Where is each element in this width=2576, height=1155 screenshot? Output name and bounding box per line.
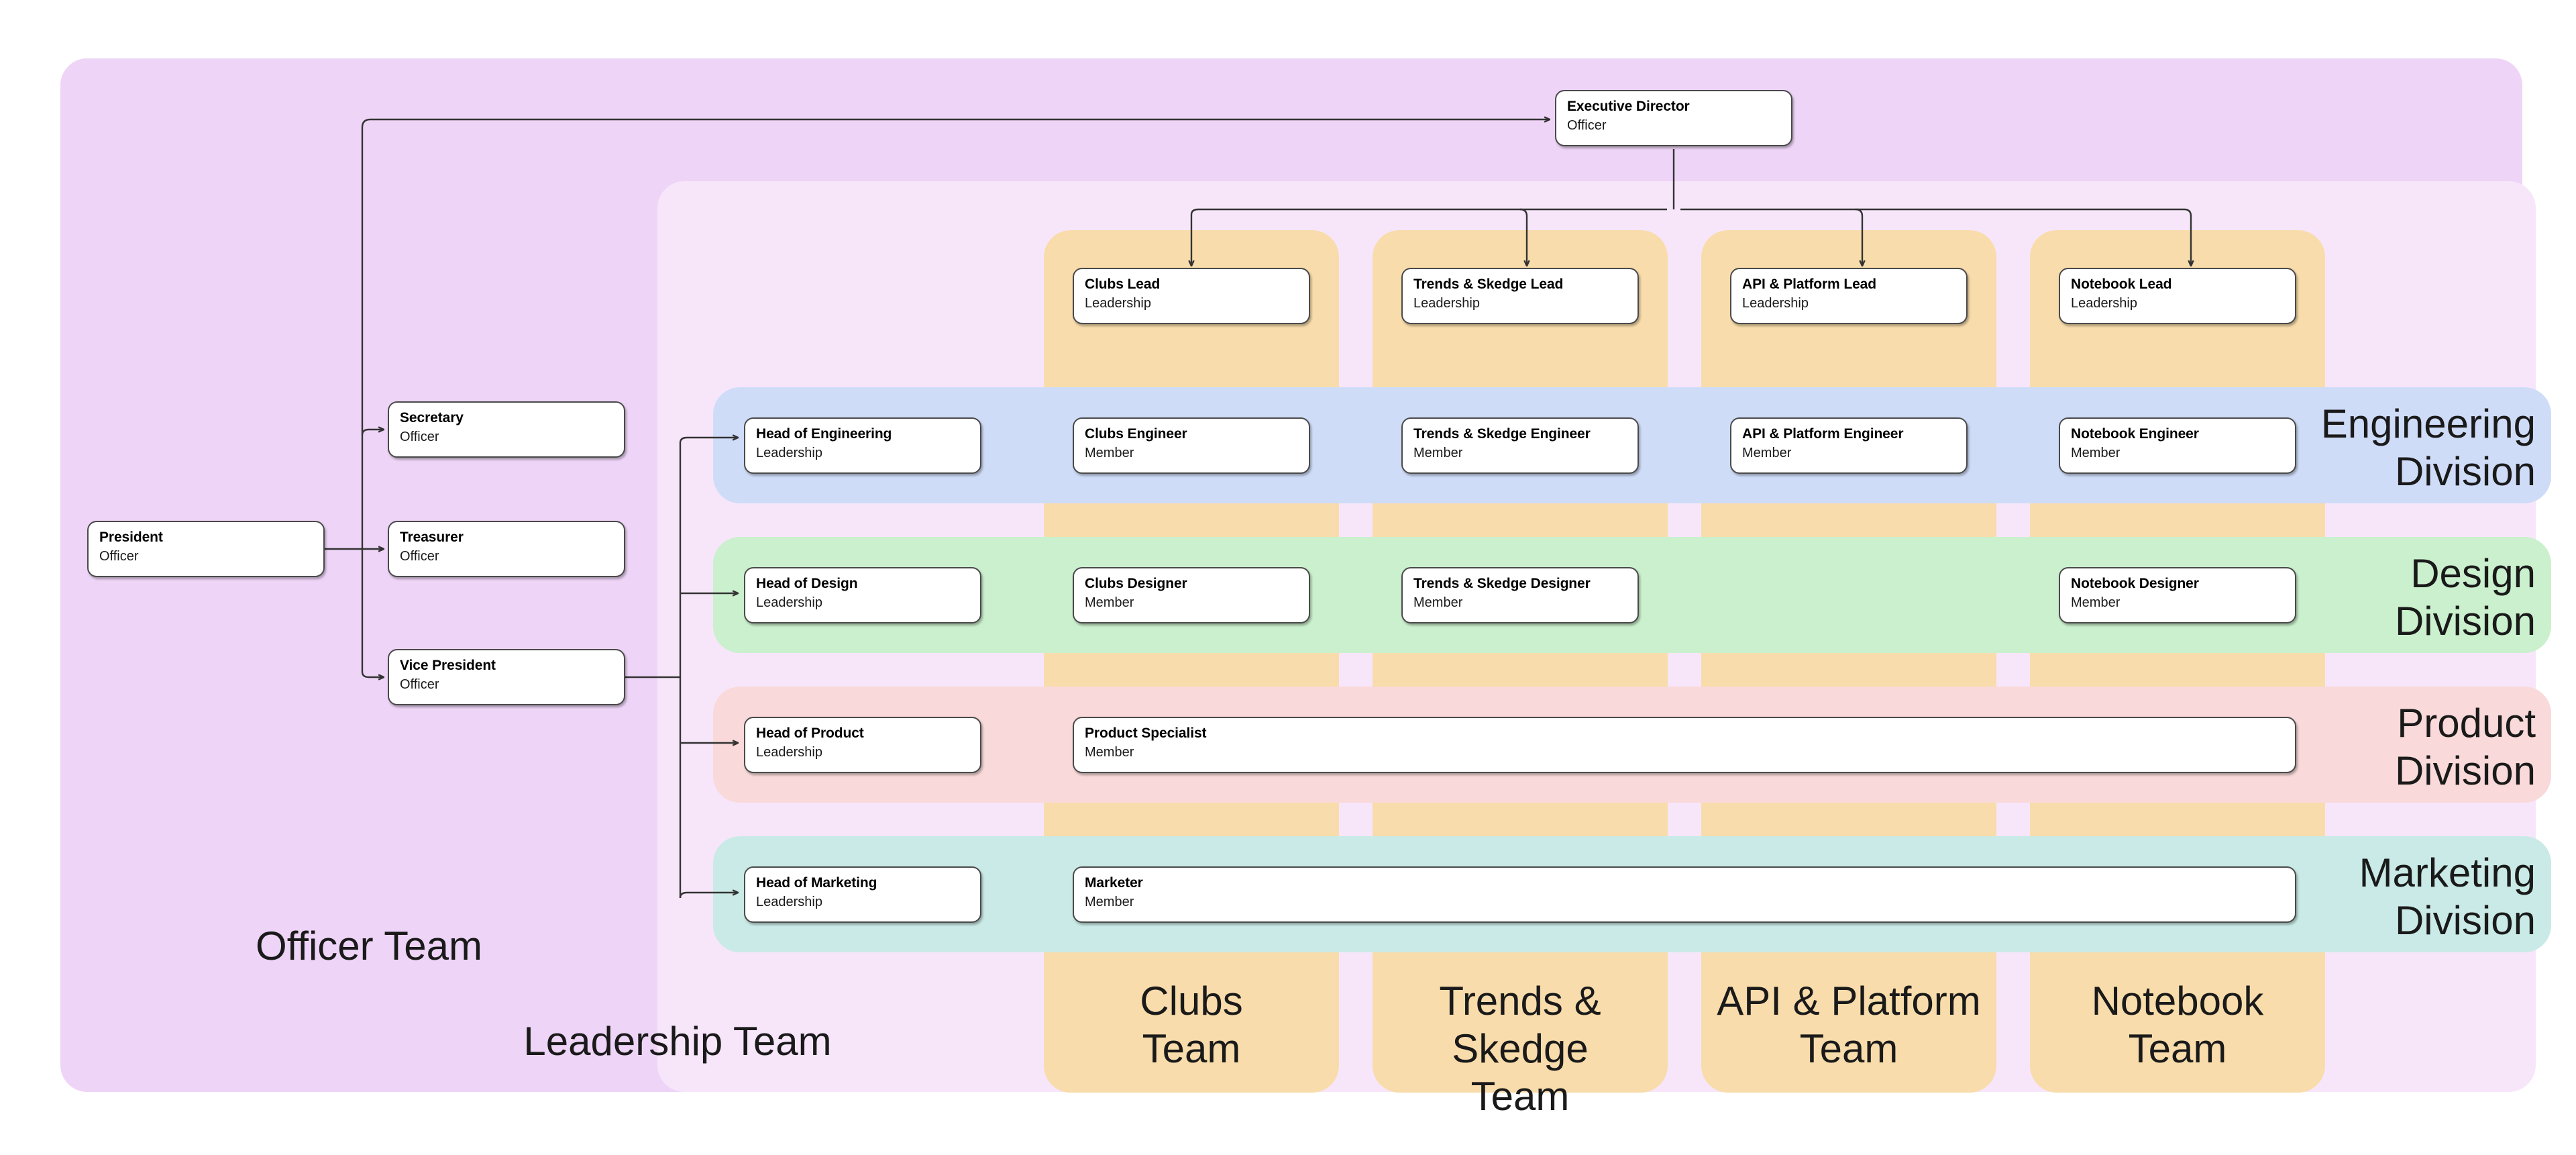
node-trends-skedge-engineer[interactable]: Trends & Skedge Engineer Member bbox=[1401, 417, 1639, 474]
node-title: Vice President bbox=[400, 658, 496, 673]
node-clubs-engineer[interactable]: Clubs Engineer Member bbox=[1073, 417, 1310, 474]
node-head-of-marketing[interactable]: Head of Marketing Leadership bbox=[744, 866, 981, 923]
node-role: Officer bbox=[400, 548, 439, 564]
label-team-notebook: Notebook Team bbox=[2091, 978, 2264, 1071]
node-title: Head of Design bbox=[756, 576, 858, 591]
node-role: Member bbox=[2071, 595, 2121, 610]
node-role: Officer bbox=[400, 429, 439, 444]
node-title: Head of Marketing bbox=[756, 875, 877, 891]
node-title: Secretary bbox=[400, 410, 464, 425]
group-team-trends bbox=[1373, 230, 1668, 1093]
node-title: API & Platform Lead bbox=[1742, 277, 1876, 292]
label-team-trends-skedge: Trends & Skedge Team bbox=[1439, 978, 1601, 1119]
node-role: Officer bbox=[400, 676, 439, 692]
node-title: Clubs Lead bbox=[1085, 277, 1161, 292]
node-clubs-designer[interactable]: Clubs Designer Member bbox=[1073, 567, 1310, 623]
node-head-of-engineering[interactable]: Head of Engineering Leadership bbox=[744, 417, 981, 474]
label-division-engineering: Engineering Division bbox=[2320, 401, 2536, 494]
node-role: Member bbox=[1085, 445, 1134, 460]
node-title: Product Specialist bbox=[1085, 725, 1207, 741]
node-vice-president[interactable]: Vice President Officer bbox=[388, 649, 625, 705]
node-product-specialist[interactable]: Product Specialist Member bbox=[1073, 717, 2296, 773]
label-division-product: Product Division bbox=[2394, 701, 2536, 793]
node-title: Trends & Skedge Designer bbox=[1413, 576, 1591, 591]
node-api-platform-lead[interactable]: API & Platform Lead Leadership bbox=[1730, 268, 1968, 324]
node-head-of-design[interactable]: Head of Design Leadership bbox=[744, 567, 981, 623]
node-role: Member bbox=[1413, 595, 1463, 610]
group-team-api bbox=[1701, 230, 1996, 1093]
node-role: Member bbox=[1742, 445, 1792, 460]
node-title: Executive Director bbox=[1567, 99, 1690, 114]
node-role: Leadership bbox=[756, 744, 822, 760]
label-division-design: Design Division bbox=[2394, 551, 2536, 644]
node-title: President bbox=[99, 530, 163, 545]
node-clubs-lead[interactable]: Clubs Lead Leadership bbox=[1073, 268, 1310, 324]
node-title: Head of Product bbox=[756, 725, 864, 741]
label-leadership-team: Leadership Team bbox=[523, 1019, 832, 1064]
node-role: Member bbox=[2071, 445, 2121, 460]
node-role: Leadership bbox=[756, 894, 822, 909]
node-title: Notebook Lead bbox=[2071, 277, 2172, 292]
node-title: Notebook Designer bbox=[2071, 576, 2199, 591]
node-title: Treasurer bbox=[400, 530, 464, 545]
node-role: Leadership bbox=[756, 445, 822, 460]
node-role: Member bbox=[1085, 595, 1134, 610]
label-officer-team: Officer Team bbox=[256, 923, 482, 968]
node-notebook-designer[interactable]: Notebook Designer Member bbox=[2059, 567, 2296, 623]
node-role: Leadership bbox=[756, 595, 822, 610]
node-title: API & Platform Engineer bbox=[1742, 426, 1904, 442]
node-president[interactable]: President Officer bbox=[87, 521, 325, 577]
node-role: Member bbox=[1085, 894, 1134, 909]
node-notebook-lead[interactable]: Notebook Lead Leadership bbox=[2059, 268, 2296, 324]
label-team-api-platform: API & Platform Team bbox=[1717, 978, 1981, 1071]
group-team-clubs bbox=[1044, 230, 1339, 1093]
node-role: Officer bbox=[99, 548, 139, 564]
node-title: Head of Engineering bbox=[756, 426, 892, 442]
node-role: Leadership bbox=[1742, 295, 1809, 311]
node-treasurer[interactable]: Treasurer Officer bbox=[388, 521, 625, 577]
node-title: Clubs Engineer bbox=[1085, 426, 1187, 442]
node-role: Leadership bbox=[1413, 295, 1480, 311]
node-title: Clubs Designer bbox=[1085, 576, 1187, 591]
node-trends-skedge-designer[interactable]: Trends & Skedge Designer Member bbox=[1401, 567, 1639, 623]
group-team-notebook bbox=[2030, 230, 2325, 1093]
node-executive-director[interactable]: Executive Director Officer bbox=[1555, 90, 1792, 146]
node-notebook-engineer[interactable]: Notebook Engineer Member bbox=[2059, 417, 2296, 474]
node-role: Member bbox=[1085, 744, 1134, 760]
label-division-marketing: Marketing Division bbox=[2359, 850, 2536, 943]
node-title: Trends & Skedge Engineer bbox=[1413, 426, 1591, 442]
node-trends-skedge-lead[interactable]: Trends & Skedge Lead Leadership bbox=[1401, 268, 1639, 324]
node-head-of-product[interactable]: Head of Product Leadership bbox=[744, 717, 981, 773]
label-team-clubs: Clubs Team bbox=[1140, 978, 1243, 1071]
node-secretary[interactable]: Secretary Officer bbox=[388, 401, 625, 458]
node-title: Trends & Skedge Lead bbox=[1413, 277, 1564, 292]
node-role: Leadership bbox=[2071, 295, 2137, 311]
node-marketer[interactable]: Marketer Member bbox=[1073, 866, 2296, 923]
node-title: Notebook Engineer bbox=[2071, 426, 2199, 442]
node-role: Officer bbox=[1567, 117, 1607, 133]
node-api-platform-engineer[interactable]: API & Platform Engineer Member bbox=[1730, 417, 1968, 474]
node-role: Leadership bbox=[1085, 295, 1151, 311]
node-role: Member bbox=[1413, 445, 1463, 460]
node-title: Marketer bbox=[1085, 875, 1143, 891]
